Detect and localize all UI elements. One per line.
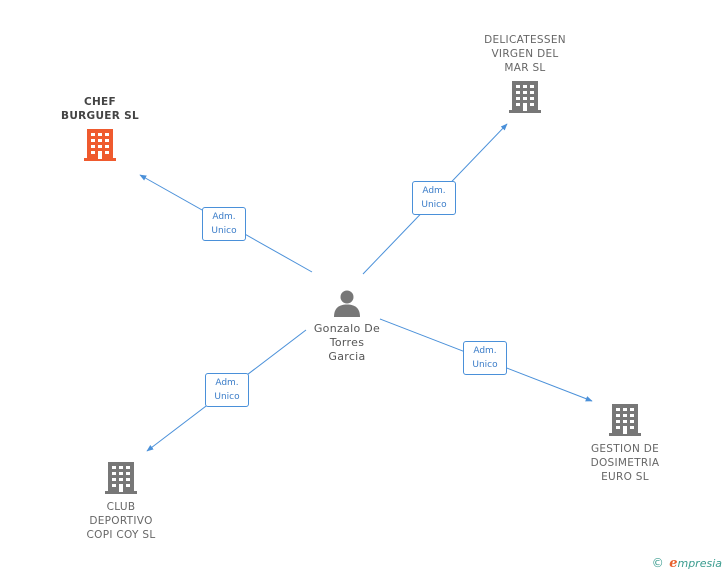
building-icon	[509, 81, 541, 113]
relation-label-delicatessen[interactable]: Adm. Unico	[412, 181, 456, 215]
company-node-gestion[interactable]: GESTION DE DOSIMETRIA EURO SL	[570, 402, 680, 484]
building-icon	[105, 462, 137, 494]
copyright-icon: ©	[651, 556, 664, 570]
relation-label-club[interactable]: Adm. Unico	[205, 373, 249, 407]
company-node-chef-burguer[interactable]: CHEF BURGUER SL	[48, 95, 152, 163]
building-icon	[84, 129, 116, 161]
person-icon	[334, 290, 360, 317]
company-name: CLUB DEPORTIVO COPI COY SL	[86, 501, 156, 541]
brand-name: mpresia	[677, 557, 722, 570]
relation-label-gestion[interactable]: Adm. Unico	[463, 341, 507, 375]
company-node-club[interactable]: CLUB DEPORTIVO COPI COY SL	[66, 460, 176, 542]
brand-initial: e	[669, 556, 678, 571]
relation-label-chef-burguer[interactable]: Adm. Unico	[202, 207, 246, 241]
company-name: GESTION DE DOSIMETRIA EURO SL	[590, 443, 660, 483]
brand-footer[interactable]: © empresia	[652, 556, 722, 571]
building-icon	[609, 404, 641, 436]
company-name: DELICATESSEN VIRGEN DEL MAR SL	[484, 34, 566, 74]
company-node-delicatessen[interactable]: DELICATESSEN VIRGEN DEL MAR SL	[466, 33, 584, 115]
person-name: Gonzalo De Torres Garcia	[313, 322, 381, 363]
company-name: CHEF BURGUER SL	[61, 96, 139, 122]
person-node[interactable]: Gonzalo De Torres Garcia	[300, 288, 394, 372]
